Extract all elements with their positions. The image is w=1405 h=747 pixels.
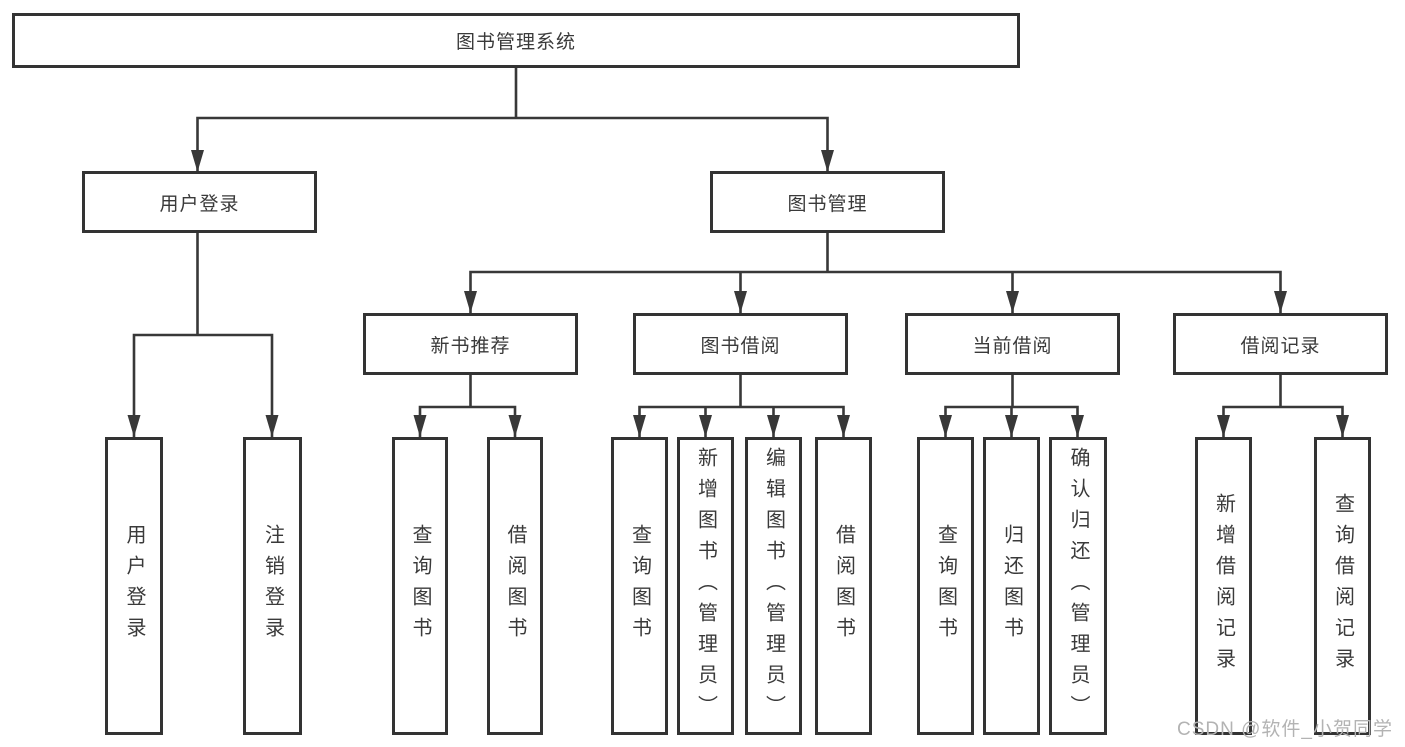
node-label: 借阅记录: [1240, 335, 1321, 357]
node-new-book-recommendation: 新书推荐: [363, 313, 578, 375]
node-label: 用户登录: [159, 193, 240, 215]
leaf-query-books-recommend: 查询图书: [392, 437, 448, 735]
node-label: 查询图书: [934, 524, 957, 648]
node-label: 注销登录: [261, 524, 284, 648]
node-label: 归还图书: [1000, 524, 1023, 648]
leaf-add-book-admin: 新增图书（管理员）: [677, 437, 734, 735]
node-current-borrowing: 当前借阅: [905, 313, 1120, 375]
node-label: 当前借阅: [972, 335, 1053, 357]
leaf-borrow-books-borrowing: 借阅图书: [815, 437, 872, 735]
node-label: 借阅图书: [832, 524, 855, 648]
node-label: 查询图书: [409, 524, 431, 648]
node-label: 查询图书: [628, 524, 651, 648]
node-label: 新书推荐: [430, 335, 511, 357]
node-label: 图书管理: [787, 193, 868, 215]
node-label: 编辑图书（管理员）: [762, 446, 785, 726]
node-book-borrowing: 图书借阅: [633, 313, 848, 375]
node-label: 图书借阅: [700, 335, 781, 357]
node-label: 确认归还（管理员）: [1067, 446, 1089, 726]
node-label: 用户登录: [123, 524, 145, 648]
node-book-management: 图书管理: [710, 171, 945, 233]
leaf-return-books: 归还图书: [983, 437, 1040, 735]
leaf-logout: 注销登录: [243, 437, 302, 735]
leaf-user-login: 用户登录: [105, 437, 163, 735]
node-label: 查询借阅记录: [1331, 493, 1354, 679]
node-label: 新增图书（管理员）: [694, 446, 717, 726]
leaf-query-books-current: 查询图书: [917, 437, 974, 735]
node-label: 借阅图书: [504, 524, 526, 648]
node-borrowing-records: 借阅记录: [1173, 313, 1388, 375]
leaf-borrow-books-recommend: 借阅图书: [487, 437, 543, 735]
node-label: 图书管理系统: [455, 32, 576, 53]
leaf-add-borrow-record: 新增借阅记录: [1195, 437, 1252, 735]
node-user-login: 用户登录: [82, 171, 317, 233]
leaf-query-borrow-record: 查询借阅记录: [1314, 437, 1371, 735]
arrowheads: [127, 150, 1349, 437]
leaf-query-books-borrowing: 查询图书: [611, 437, 668, 735]
leaf-confirm-return-admin: 确认归还（管理员）: [1049, 437, 1107, 735]
leaf-edit-book-admin: 编辑图书（管理员）: [745, 437, 802, 735]
csdn-watermark: CSDN @软件_小贺同学: [1177, 719, 1393, 740]
node-label: 新增借阅记录: [1212, 493, 1235, 679]
node-library-management-system: 图书管理系统: [12, 13, 1020, 68]
